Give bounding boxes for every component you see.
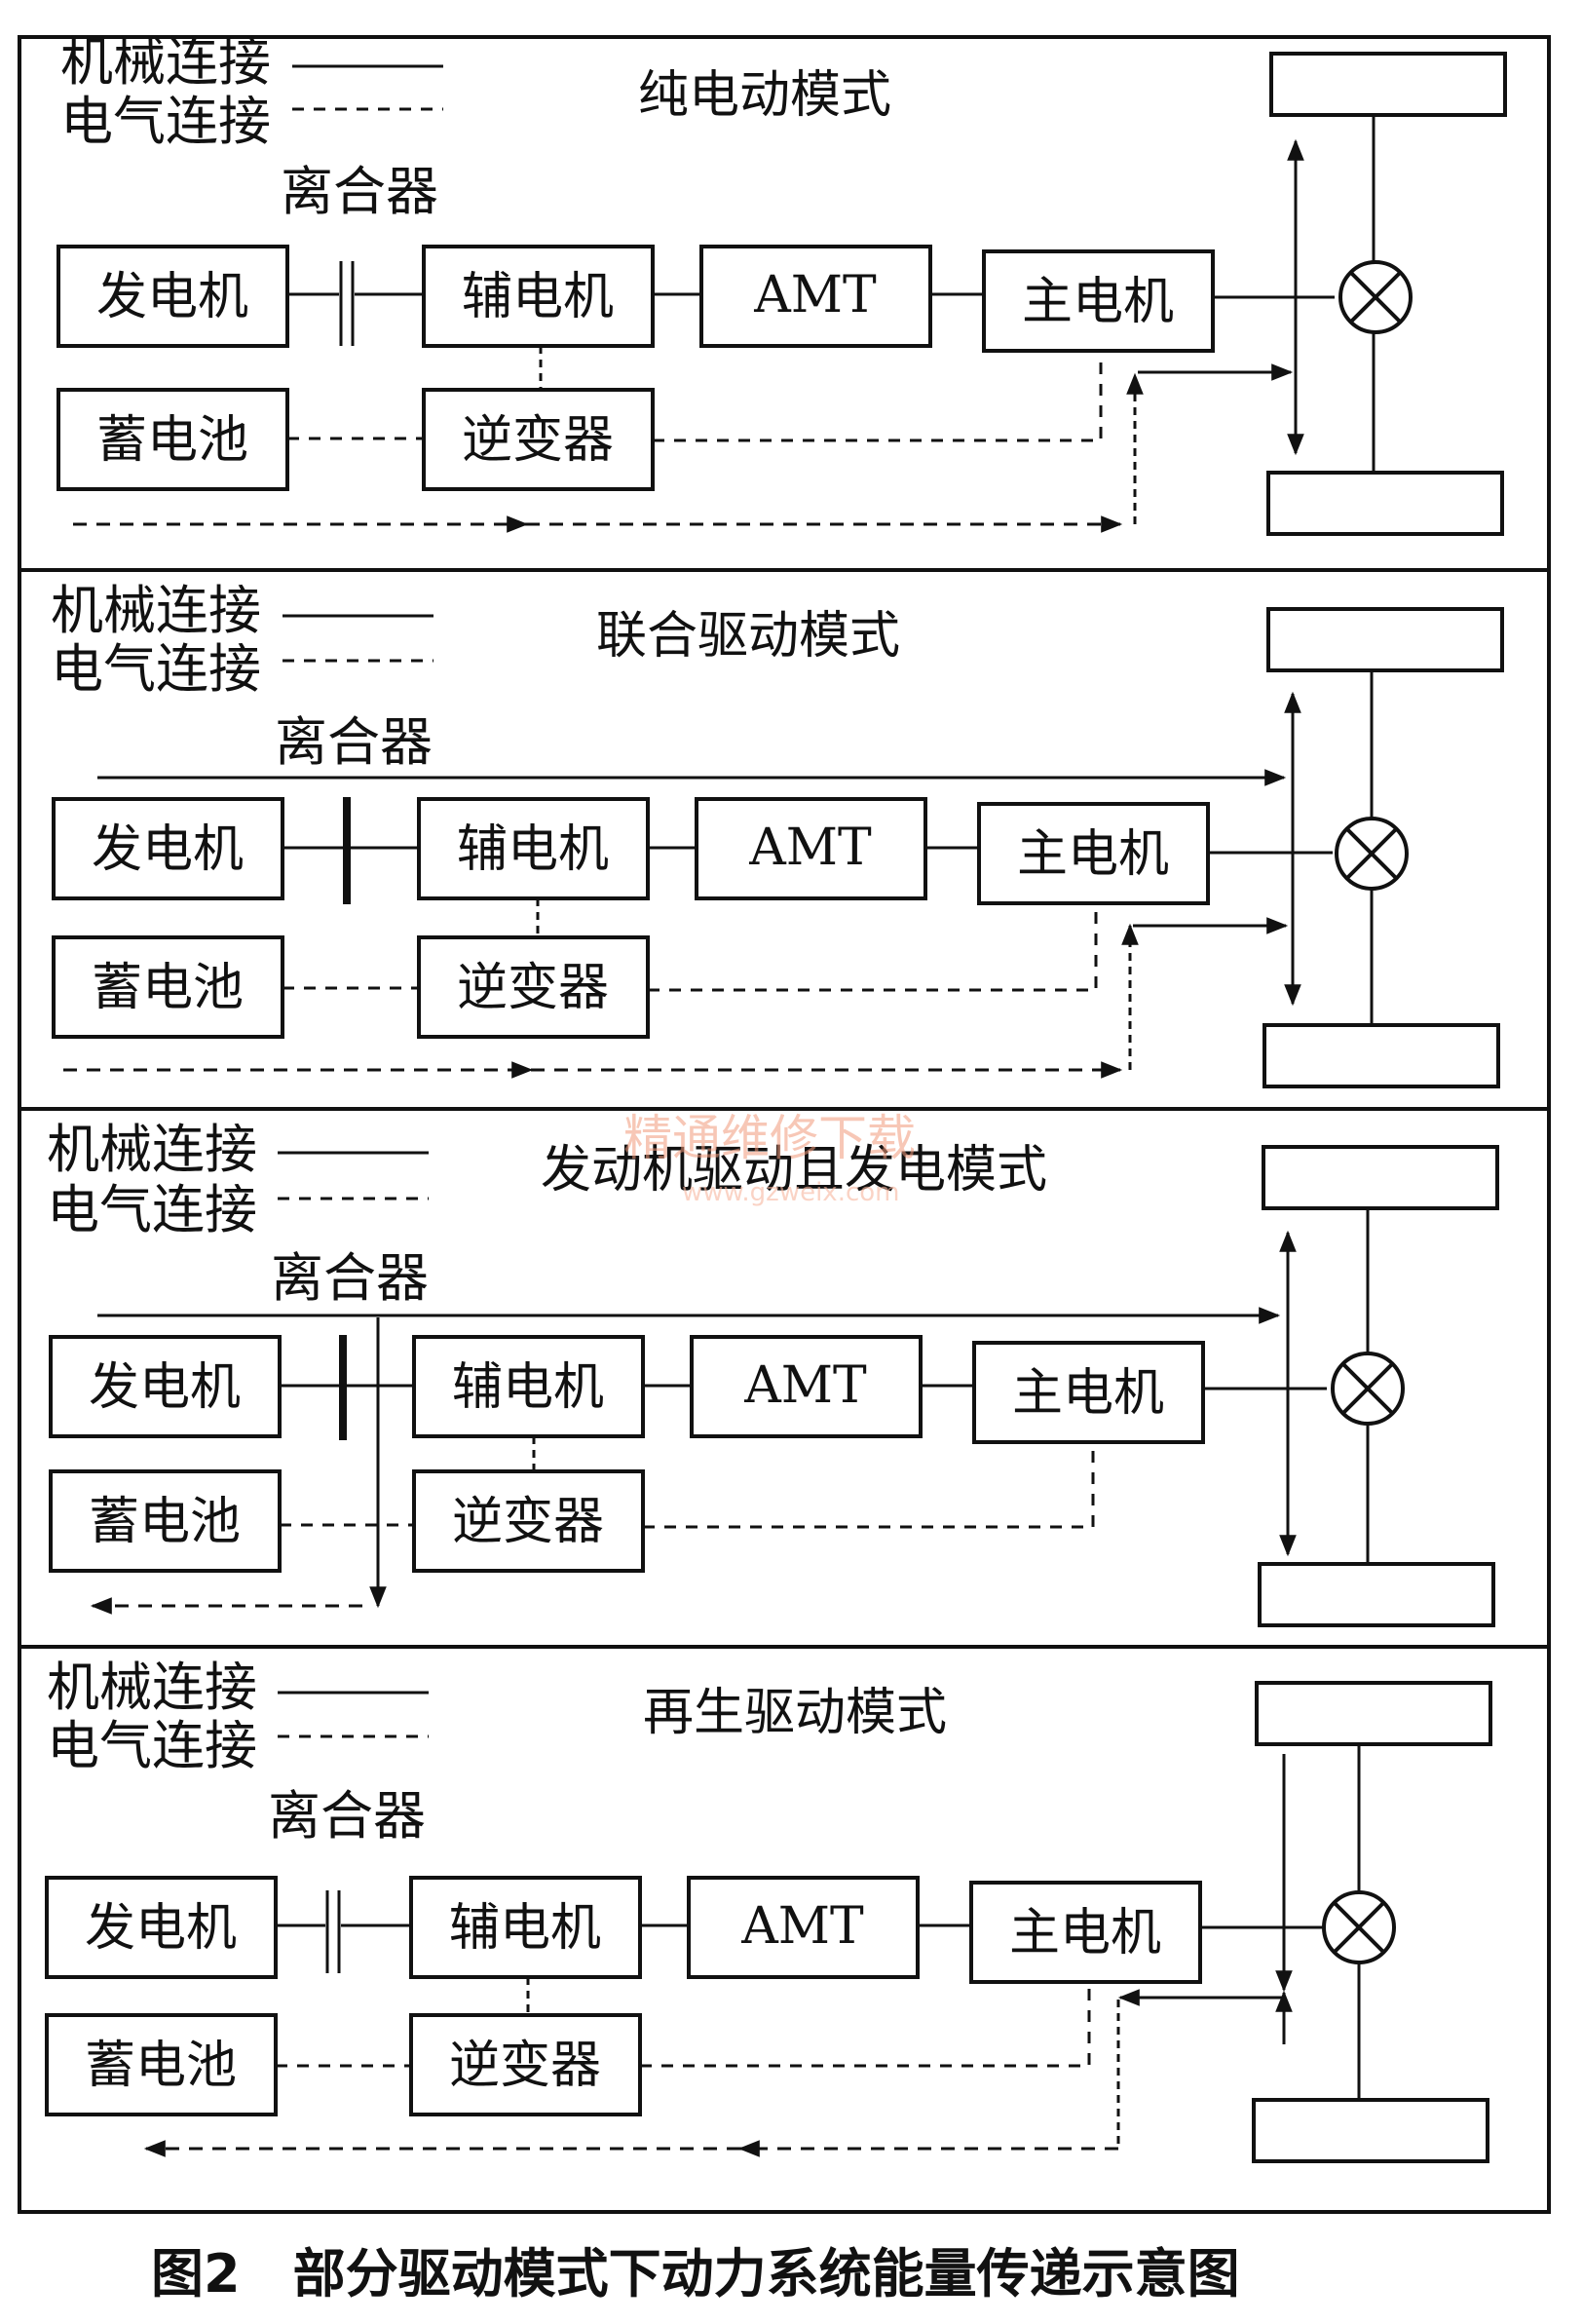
engine-label: 发电机 (96, 268, 248, 326)
engine-label: 发电机 (85, 1899, 237, 1958)
main-motor-label: 主电机 (1022, 273, 1174, 331)
battery-label: 蓄电池 (85, 2037, 237, 2095)
aux-motor-label: 辅电机 (452, 1358, 604, 1417)
wheel-top (1266, 607, 1504, 672)
watermark-url: www.gzweix.com (682, 1178, 900, 1207)
panel-title: 纯电动模式 (638, 66, 891, 125)
inverter-main-link (653, 351, 1103, 442)
amt-box (699, 245, 932, 348)
clutch-label: 离合器 (275, 711, 433, 773)
amt-label: AMT (748, 819, 872, 877)
aux-motor-box (422, 245, 655, 348)
clutch-label: 离合器 (271, 1247, 429, 1309)
wheel-bottom (1266, 471, 1504, 536)
battery-label: 蓄电池 (89, 1493, 241, 1551)
aux-motor-label: 辅电机 (457, 820, 609, 879)
aux-motor-label: 辅电机 (449, 1899, 601, 1958)
wheel-bottom (1252, 2098, 1489, 2163)
inverter-main-link (648, 903, 1098, 992)
main-motor-box (969, 1881, 1202, 1984)
main-motor-label: 主电机 (1017, 825, 1169, 884)
amt-box (687, 1876, 920, 1979)
amt-label: AMT (743, 1356, 867, 1415)
panel-engine-drive-generate: 机械连接 电气连接 发动机驱动且发电模式 离合器 发电机 辅电机 AMT 主电机… (47, 1110, 1499, 1627)
legend-electrical-label: 电气连接 (60, 91, 271, 152)
inverter-label: 逆变器 (457, 959, 609, 1017)
clutch-label: 离合器 (268, 1785, 426, 1847)
engine-box (45, 1876, 278, 1979)
wheel-bottom (1258, 1562, 1495, 1627)
legend-mechanical-label: 机械连接 (60, 31, 271, 93)
battery-label: 蓄电池 (96, 411, 248, 470)
panel-title: 发动机驱动且发电模式 (541, 1141, 1047, 1200)
outer-frame (18, 35, 1551, 2214)
wheel-bottom (1263, 1023, 1500, 1088)
wheel-top (1255, 1681, 1492, 1746)
watermark-text: 精通维修下载 (623, 1110, 916, 1166)
wheel-top (1269, 52, 1507, 117)
aux-motor-box (409, 1876, 642, 1979)
amt-label: AMT (753, 266, 877, 324)
legend-electrical-label: 电气连接 (47, 1715, 257, 1776)
panel-pure-electric: 机械连接 电气连接 纯电动模式 离合器 发电机 辅电机 AMT 主电机 蓄电池 … (57, 31, 1507, 536)
panel-title: 联合驱动模式 (596, 607, 900, 666)
aux-motor-label: 辅电机 (462, 268, 614, 326)
clutch-label: 离合器 (281, 161, 438, 222)
inverter-box (412, 1469, 645, 1573)
inverter-label: 逆变器 (452, 1493, 604, 1551)
figure-caption: 图2 部分驱动模式下动力系统能量传递示意图 (151, 2243, 1240, 2305)
legend-electrical-label: 电气连接 (51, 638, 261, 700)
engine-label: 发电机 (89, 1358, 241, 1417)
engine-box (57, 245, 289, 348)
amt-label: AMT (740, 1897, 864, 1956)
battery-label: 蓄电池 (92, 959, 244, 1017)
main-motor-box (982, 249, 1215, 353)
wheel-top (1262, 1145, 1499, 1210)
main-motor-label: 主电机 (1009, 1904, 1161, 1962)
inverter-main-link (640, 1982, 1091, 2068)
legend-electrical-label: 电气连接 (47, 1179, 257, 1240)
panel-combined-drive: 机械连接 电气连接 联合驱动模式 离合器 发电机 辅电机 AMT 主电机 蓄电池… (51, 580, 1504, 1088)
panel-title: 再生驱动模式 (643, 1684, 947, 1742)
panel-regenerative-drive: 机械连接 电气连接 再生驱动模式 离合器 发电机 辅电机 AMT 主电机 蓄电池… (45, 1657, 1492, 2163)
inverter-label: 逆变器 (449, 2037, 601, 2095)
legend-mechanical-label: 机械连接 (51, 580, 261, 641)
inverter-label: 逆变器 (462, 411, 614, 470)
legend-mechanical-label: 机械连接 (47, 1657, 257, 1718)
engine-label: 发电机 (92, 820, 244, 879)
inverter-main-link (643, 1442, 1095, 1529)
legend-mechanical-label: 机械连接 (47, 1119, 257, 1180)
main-motor-label: 主电机 (1012, 1364, 1164, 1423)
main-motor-box (972, 1341, 1205, 1444)
battery-box (49, 1469, 282, 1573)
